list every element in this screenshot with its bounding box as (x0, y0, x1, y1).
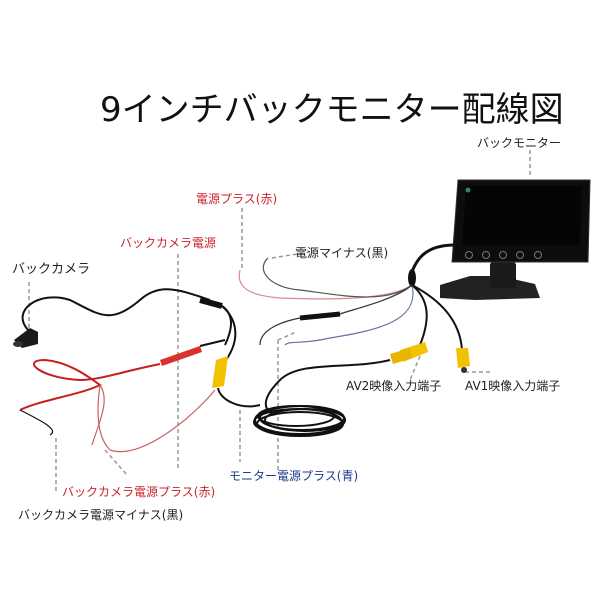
label-monitor-power-plus-blue: モニター電源プラス(青) (229, 469, 359, 483)
label-av2-input: AV2映像入力端子 (346, 379, 442, 393)
label-power-plus-red: 電源プラス(赤) (196, 192, 278, 206)
monitor (440, 179, 591, 300)
label-back-monitor: バックモニター (477, 136, 562, 150)
label-av1-input: AV1映像入力端子 (465, 379, 561, 393)
label-camera-power-minus-black: バックカメラ電源マイナス(黒) (18, 508, 184, 522)
label-camera-power-plus-red: バックカメラ電源プラス(赤) (62, 485, 216, 499)
label-back-camera-power: バックカメラ電源 (120, 236, 217, 250)
cable-coil (253, 405, 346, 437)
diagram-title: 9インチバックモニター配線図 (100, 90, 564, 130)
label-power-minus-black: 電源マイナス(黒) (295, 246, 389, 260)
label-back-camera: バックカメラ (12, 262, 91, 277)
back-camera (13, 328, 38, 348)
monitor-buttons (465, 251, 542, 259)
